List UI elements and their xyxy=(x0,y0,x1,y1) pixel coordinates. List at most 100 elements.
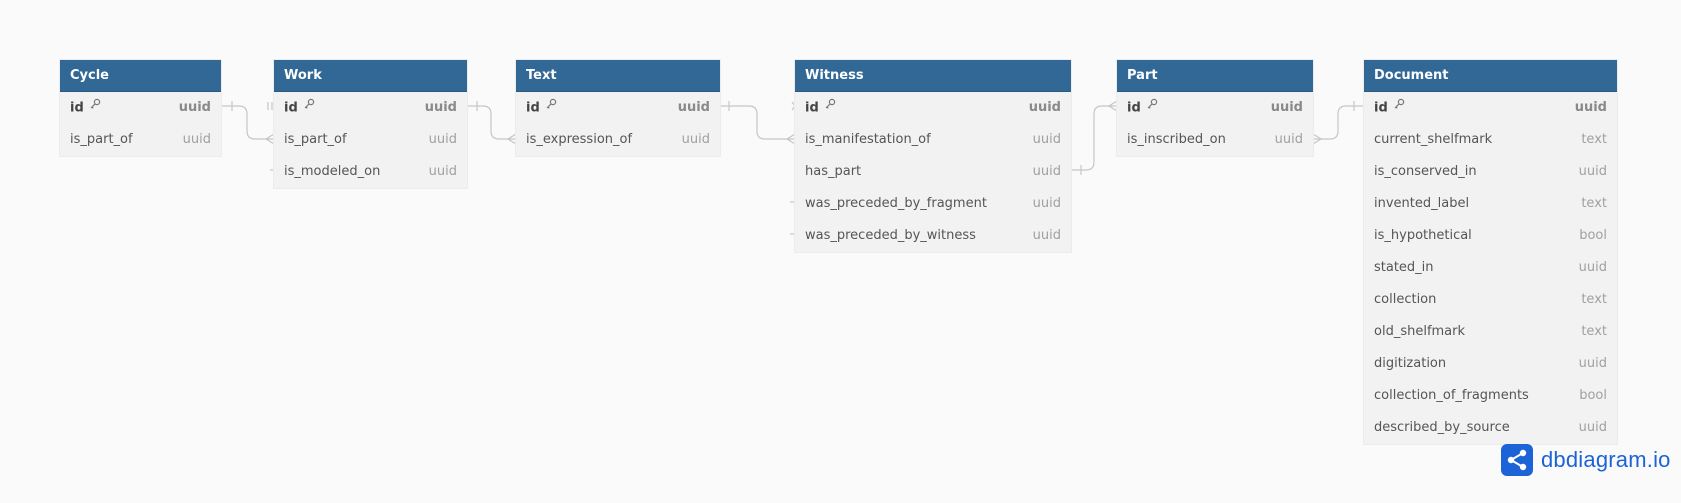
field-name: has_part xyxy=(805,164,862,179)
field-type: text xyxy=(1581,324,1607,339)
link-cycle-work-id xyxy=(267,102,273,110)
field-type: uuid xyxy=(1270,100,1303,115)
field-name: id xyxy=(526,100,540,116)
table-header-witness[interactable]: Witness xyxy=(795,60,1071,92)
key-icon xyxy=(545,91,557,123)
field-name: is_hypothetical xyxy=(1374,228,1472,243)
table-text[interactable]: Text id uuid is_expression_of uuid xyxy=(516,60,720,156)
field-name: id xyxy=(70,100,84,116)
field-row[interactable]: is_manifestation_of uuid xyxy=(795,124,1071,156)
field-row[interactable]: collection text xyxy=(1364,284,1617,316)
field-row[interactable]: is_expression_of uuid xyxy=(516,124,720,156)
link-part-document xyxy=(1313,105,1364,140)
table-header-part[interactable]: Part xyxy=(1117,60,1313,92)
field-row[interactable]: id uuid xyxy=(795,92,1071,124)
field-row[interactable]: is_part_of uuid xyxy=(60,124,221,156)
field-row[interactable]: id uuid xyxy=(1117,92,1313,124)
field-name: stated_in xyxy=(1374,260,1434,275)
field-row[interactable]: was_preceded_by_witness uuid xyxy=(795,220,1071,252)
field-type: uuid xyxy=(681,132,710,147)
field-type: uuid xyxy=(1028,100,1061,115)
field-name: is_modeled_on xyxy=(284,164,381,179)
field-name: is_manifestation_of xyxy=(805,132,931,147)
table-header-work[interactable]: Work xyxy=(274,60,467,92)
field-row[interactable]: collection_of_fragments bool xyxy=(1364,380,1617,412)
field-row[interactable]: is_hypothetical bool xyxy=(1364,220,1617,252)
link-witness-part xyxy=(1071,105,1117,171)
table-work[interactable]: Work id uuid is_part_of uuid is_modeled_… xyxy=(274,60,467,188)
field-name: id xyxy=(1127,100,1141,116)
field-type: uuid xyxy=(1578,420,1607,435)
field-type: uuid xyxy=(1032,228,1061,243)
field-row[interactable]: invented_label text xyxy=(1364,188,1617,220)
table-witness[interactable]: Witness id uuid is_manifestation_of uuid… xyxy=(795,60,1071,252)
field-row[interactable]: id uuid xyxy=(516,92,720,124)
field-name: is_expression_of xyxy=(526,132,633,147)
field-row[interactable]: is_inscribed_on uuid xyxy=(1117,124,1313,156)
field-row[interactable]: is_modeled_on uuid xyxy=(274,156,467,188)
field-row[interactable]: digitization uuid xyxy=(1364,348,1617,380)
field-type: uuid xyxy=(1578,356,1607,371)
field-name: is_inscribed_on xyxy=(1127,132,1226,147)
field-type: uuid xyxy=(178,100,211,115)
field-name: invented_label xyxy=(1374,196,1470,211)
key-icon xyxy=(303,91,315,123)
field-row[interactable]: has_part uuid xyxy=(795,156,1071,188)
field-type: uuid xyxy=(428,164,457,179)
field-type: uuid xyxy=(1574,100,1607,115)
share-icon xyxy=(1501,444,1533,476)
table-header-cycle[interactable]: Cycle xyxy=(60,60,221,92)
watermark-text: dbdiagram.io xyxy=(1541,447,1671,472)
field-type: uuid xyxy=(677,100,710,115)
field-row[interactable]: is_part_of uuid xyxy=(274,124,467,156)
field-type: text xyxy=(1581,292,1607,307)
field-type: uuid xyxy=(424,100,457,115)
field-type: bool xyxy=(1579,228,1607,243)
field-name: described_by_source xyxy=(1374,420,1510,435)
table-document[interactable]: Document id uuid current_shelfmark text … xyxy=(1364,60,1617,444)
field-name: id xyxy=(805,100,819,116)
field-type: uuid xyxy=(182,132,211,147)
field-name: current_shelfmark xyxy=(1374,132,1493,147)
link-work-text xyxy=(467,105,516,140)
field-type: uuid xyxy=(428,132,457,147)
field-name: id xyxy=(284,100,298,116)
field-row[interactable]: is_conserved_in uuid xyxy=(1364,156,1617,188)
key-icon xyxy=(1146,91,1158,123)
field-name: is_conserved_in xyxy=(1374,164,1477,179)
key-icon xyxy=(1393,91,1405,123)
field-row[interactable]: described_by_source uuid xyxy=(1364,412,1617,444)
field-type: uuid xyxy=(1578,164,1607,179)
dbdiagram-watermark[interactable]: dbdiagram.io xyxy=(1501,444,1671,476)
field-type: text xyxy=(1581,196,1607,211)
field-row[interactable]: id uuid xyxy=(1364,92,1617,124)
field-name: is_part_of xyxy=(70,132,133,147)
field-row[interactable]: id uuid xyxy=(274,92,467,124)
table-part[interactable]: Part id uuid is_inscribed_on uuid xyxy=(1117,60,1313,156)
field-type: uuid xyxy=(1032,164,1061,179)
link-cycle-work xyxy=(221,105,274,140)
field-row[interactable]: stated_in uuid xyxy=(1364,252,1617,284)
field-name: collection xyxy=(1374,292,1437,307)
field-name: old_shelfmark xyxy=(1374,324,1466,339)
table-header-document[interactable]: Document xyxy=(1364,60,1617,92)
field-row[interactable]: old_shelfmark text xyxy=(1364,316,1617,348)
table-header-text[interactable]: Text xyxy=(516,60,720,92)
key-icon xyxy=(824,91,836,123)
field-type: uuid xyxy=(1032,132,1061,147)
field-type: uuid xyxy=(1274,132,1303,147)
field-row[interactable]: was_preceded_by_fragment uuid xyxy=(795,188,1071,220)
field-name: was_preceded_by_witness xyxy=(805,228,976,243)
key-icon xyxy=(89,91,101,123)
field-name: collection_of_fragments xyxy=(1374,388,1529,403)
field-row[interactable]: current_shelfmark text xyxy=(1364,124,1617,156)
field-name: was_preceded_by_fragment xyxy=(805,196,987,211)
field-name: id xyxy=(1374,100,1388,116)
field-type: bool xyxy=(1579,388,1607,403)
field-type: uuid xyxy=(1032,196,1061,211)
link-text-witness xyxy=(720,105,795,140)
field-name: digitization xyxy=(1374,356,1447,371)
field-row[interactable]: id uuid xyxy=(60,92,221,124)
table-cycle[interactable]: Cycle id uuid is_part_of uuid xyxy=(60,60,221,156)
